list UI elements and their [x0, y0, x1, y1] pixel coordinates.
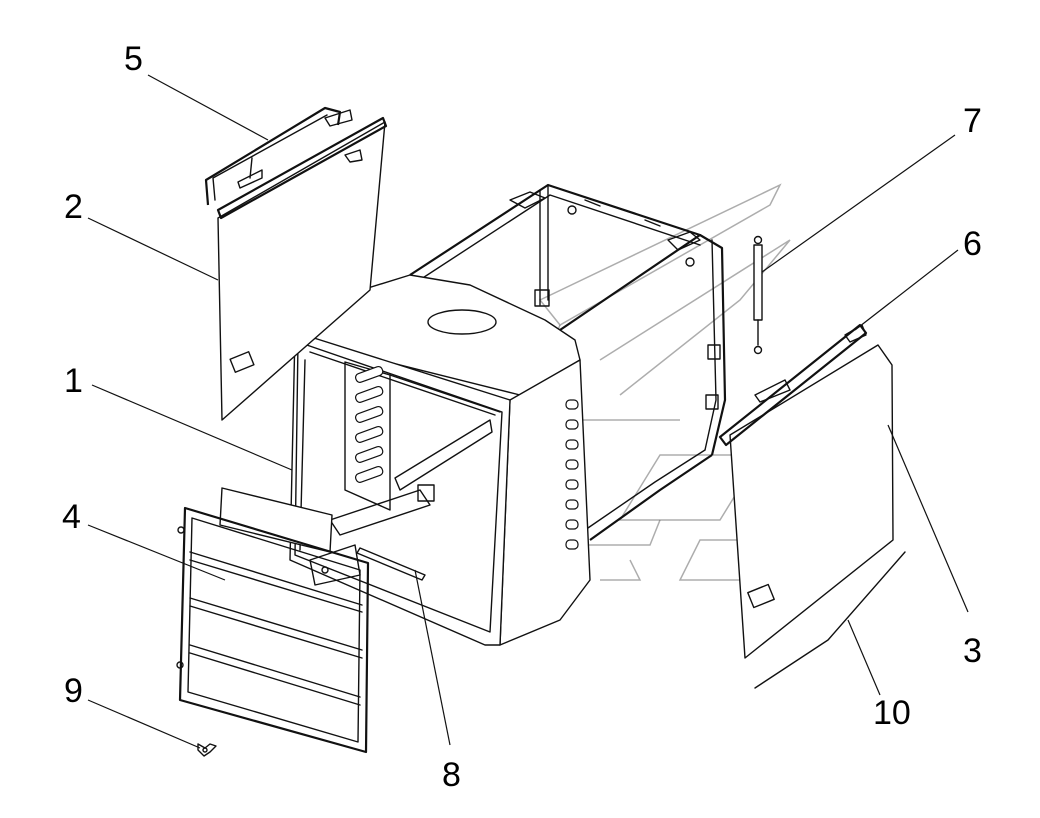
callout-labels: 5 2 1 4 9 7 6 3 10 8: [62, 40, 982, 794]
inner-louvers: [355, 365, 384, 483]
cab-housing: [289, 274, 591, 646]
leader-lines: [87, 74, 969, 749]
callout-6: 6: [963, 225, 982, 263]
callout-8: 8: [442, 756, 461, 794]
gas-strut: [753, 235, 763, 355]
front-door: [176, 487, 370, 754]
callout-2: 2: [64, 188, 83, 226]
callout-9: 9: [64, 672, 83, 710]
callout-7: 7: [963, 102, 982, 140]
side-louvers: [565, 399, 579, 550]
seal-strip: [754, 551, 906, 689]
callout-5: 5: [124, 40, 143, 78]
callout-3: 3: [963, 632, 982, 670]
callout-10: 10: [873, 694, 911, 732]
cab-frame: [409, 183, 727, 541]
grab-handle: [204, 106, 353, 206]
callout-4: 4: [62, 498, 81, 536]
wing-nut: [197, 743, 217, 757]
callout-1: 1: [64, 362, 83, 400]
side-panel: [718, 323, 894, 659]
rear-panel: [216, 116, 388, 421]
